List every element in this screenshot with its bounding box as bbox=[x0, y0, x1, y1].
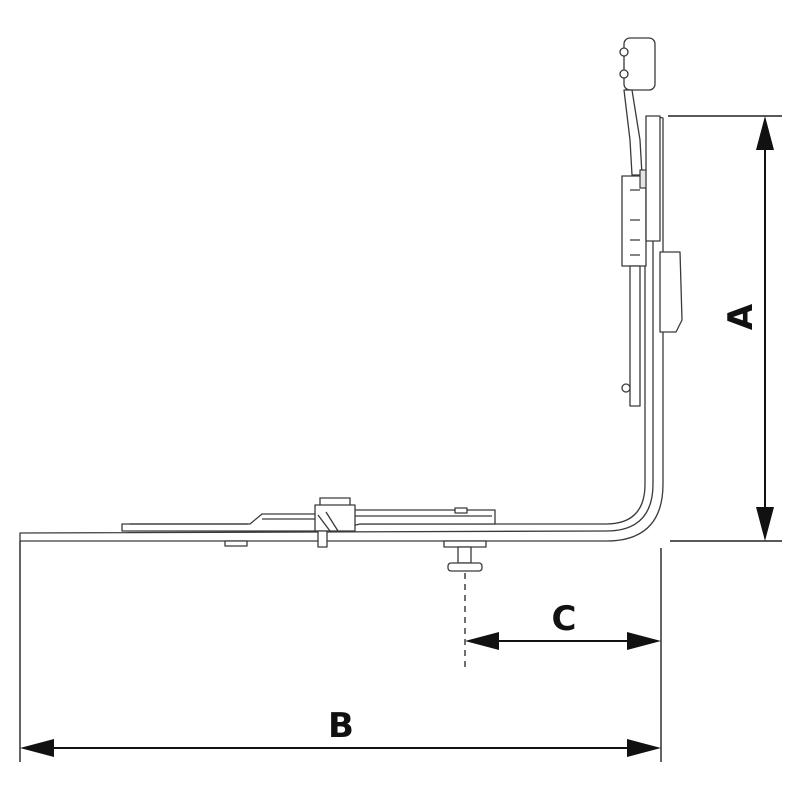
pivot-pin bbox=[443, 540, 487, 572]
stay-arm bbox=[121, 507, 496, 532]
slide-block bbox=[224, 497, 356, 548]
dimension-c: C bbox=[465, 599, 661, 650]
dimension-b-label: B bbox=[328, 706, 354, 746]
corner-band bbox=[19, 115, 664, 542]
vertical-frame-part bbox=[619, 37, 683, 407]
extension-lines bbox=[19, 115, 782, 762]
dimension-a: A bbox=[721, 116, 774, 541]
dimension-b: B bbox=[20, 706, 661, 757]
dimension-a-label: A bbox=[721, 303, 761, 330]
dimension-c-label: C bbox=[552, 599, 577, 639]
